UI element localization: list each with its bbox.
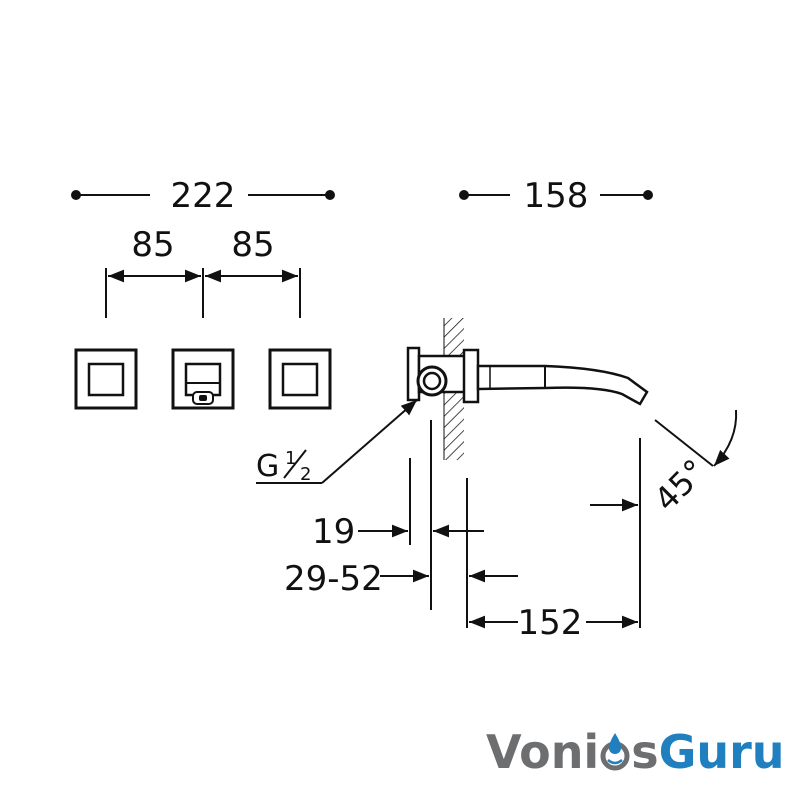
dimension-29-52: 29-52: [284, 559, 518, 599]
dimension-222: 222: [71, 176, 335, 216]
angle-dimension: 45°: [647, 409, 738, 519]
dimension-158: 158: [459, 176, 653, 216]
svg-text:1: 1: [285, 448, 296, 469]
half-fraction: 1 2: [283, 448, 311, 485]
dimension-19: 19: [312, 512, 484, 552]
svg-text:2: 2: [300, 464, 311, 485]
logo-part-voni: Voni: [486, 725, 600, 779]
dimension-222-label: 222: [171, 176, 236, 216]
dimension-152: 152: [469, 603, 638, 643]
dimension-29-52-label: 29-52: [284, 559, 383, 599]
extension-lines: [409, 420, 641, 628]
dimension-158-label: 158: [524, 176, 589, 216]
front-plate-center: [171, 348, 235, 410]
thread-callout: G 1 2: [256, 399, 418, 485]
water-drop-icon: [600, 733, 630, 771]
front-plate-left: [74, 348, 138, 410]
dimension-19-label: 19: [312, 512, 355, 552]
angle-label: 45°: [647, 452, 714, 519]
dimension-85-85: 85 85: [105, 225, 301, 318]
vonios-guru-logo: Voni s Guru: [486, 722, 785, 782]
dimension-152-label: 152: [518, 603, 583, 643]
dimension-85-right-label: 85: [231, 225, 274, 265]
thread-label: G: [256, 449, 279, 484]
logo-part-s: s: [631, 725, 659, 779]
spout-side-view: [406, 346, 649, 406]
front-plate-right: [268, 348, 332, 410]
logo-part-guru: Guru: [658, 725, 785, 779]
dimension-85-left-label: 85: [131, 225, 174, 265]
